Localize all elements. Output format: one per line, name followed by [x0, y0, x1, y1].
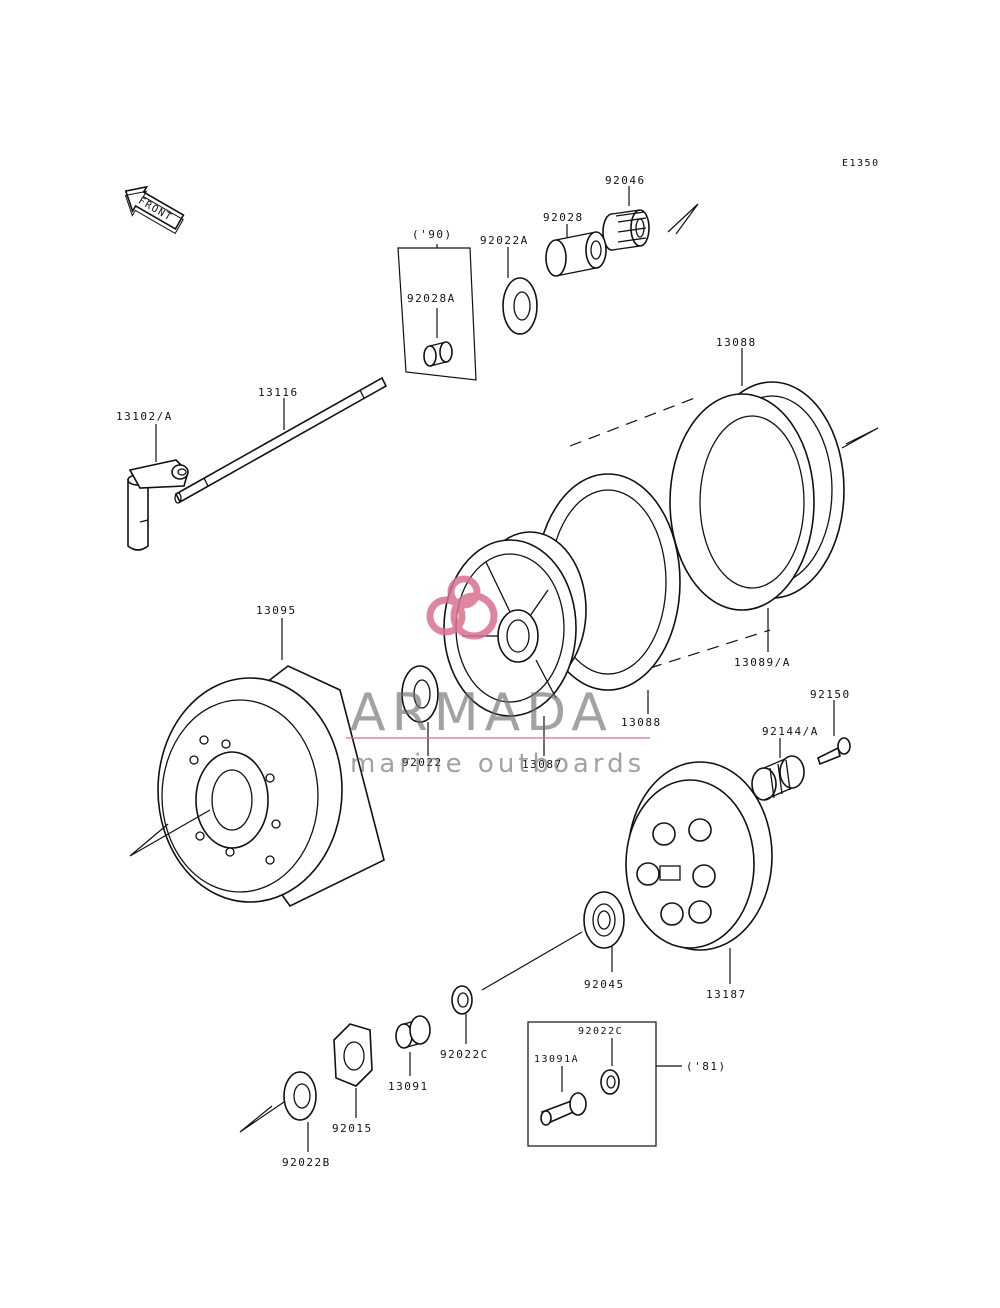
clutch-housing-13095 [157, 665, 385, 908]
spring-92144A [751, 755, 805, 801]
label-13089A: 13089/A [734, 656, 791, 669]
label-13116: 13116 [258, 386, 299, 399]
label-13091A: 13091A [534, 1054, 579, 1065]
collar-13091 [395, 1015, 431, 1049]
label-13102A: 13102/A [116, 410, 173, 423]
bolt-92150 [817, 737, 851, 766]
ball-bearing-92045 [583, 891, 625, 949]
watermark: ARMADA marine outboards [346, 575, 650, 779]
label-92150: 92150 [810, 688, 851, 701]
armada-logo-icon [426, 575, 498, 640]
washer-92022C-inset [600, 1069, 620, 1095]
note-1981: ('81) [686, 1060, 727, 1073]
label-92022C-inset: 92022C [578, 1026, 623, 1037]
release-lever-13102A [127, 459, 189, 551]
label-92022C: 92022C [440, 1048, 489, 1061]
watermark-brand: ARMADA [350, 683, 613, 743]
collar-13091A [540, 1092, 587, 1126]
inset-box-1990 [397, 247, 477, 381]
label-13091: 13091 [388, 1080, 429, 1093]
nut-92015 [333, 1023, 373, 1087]
label-92022A: 92022A [480, 234, 529, 247]
lock-washer-92022B [283, 1071, 317, 1121]
diagram-id: E1350 [842, 158, 880, 169]
label-92015: 92015 [332, 1122, 373, 1135]
label-92028: 92028 [543, 211, 584, 224]
label-13088-top: 13088 [716, 336, 757, 349]
collar-92028 [545, 231, 607, 277]
label-13088-bottom: 13088 [621, 716, 662, 729]
label-92022B: 92022B [282, 1156, 331, 1169]
watermark-tagline: marine outboards [350, 749, 645, 779]
label-92045: 92045 [584, 978, 625, 991]
steel-plate-13089A [669, 393, 815, 611]
label-13095: 13095 [256, 604, 297, 617]
pressure-plate-13187 [625, 761, 773, 951]
assembly-line [569, 395, 701, 447]
assembly-line [649, 629, 771, 669]
note-1990: ('90) [412, 228, 453, 241]
collar-92028A [423, 341, 453, 367]
label-92046: 92046 [605, 174, 646, 187]
front-arrow-icon [124, 185, 185, 235]
needle-bearing-92046 [602, 209, 650, 251]
inset-box-1981 [527, 1021, 657, 1147]
push-rod-13116 [174, 376, 388, 504]
washer-92022 [401, 665, 439, 723]
label-13187: 13187 [706, 988, 747, 1001]
label-92028A: 92028A [407, 292, 456, 305]
washer-92022C [451, 985, 473, 1015]
label-92022: 92022 [402, 756, 443, 769]
washer-92022A [502, 277, 538, 335]
label-92144A: 92144/A [762, 725, 819, 738]
label-13087: 13087 [522, 758, 563, 771]
